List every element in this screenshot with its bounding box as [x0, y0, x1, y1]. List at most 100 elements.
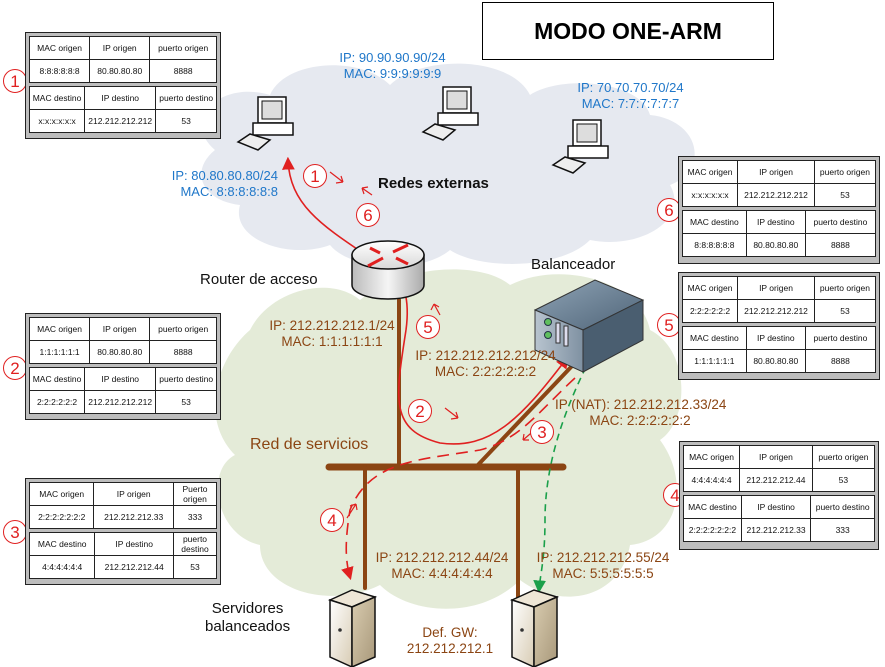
flow-marker-4: 4 — [320, 508, 344, 532]
client-address-label: IP: 80.80.80.80/24 MAC: 8:8:8:8:8:8 — [150, 168, 278, 199]
value-cell: 53 — [181, 397, 191, 407]
header-cell: MAC origen — [683, 445, 741, 469]
flow-path-3-4 — [341, 377, 576, 581]
header-cell: IP destino — [94, 532, 174, 556]
value-cell: 53 — [840, 190, 850, 200]
packet-5-step-badge: 5 — [657, 313, 681, 337]
header-cell: Puerto origen — [173, 482, 217, 506]
value-cell: 53 — [181, 116, 191, 126]
flow-path-2 — [397, 329, 569, 445]
host-90-ip: IP: 90.90.90.90/24 — [339, 50, 446, 65]
server2-ip: IP: 212.212.212.55/24 — [536, 550, 670, 565]
value-cell: 53 — [840, 306, 850, 316]
value-cell: 8888 — [830, 240, 850, 250]
host-90-address-label: IP: 90.90.90.90/24 MAC: 9:9:9:9:9:9 — [325, 50, 460, 81]
value-cell: 8:8:8:8:8:8 — [29, 59, 91, 83]
server2-icon[interactable] — [509, 589, 560, 667]
value-cell: 212.212.212.212 — [737, 299, 815, 323]
host-70-mac: MAC: 7:7:7:7:7:7 — [581, 95, 680, 111]
value-cell: 212.212.212.44 — [739, 468, 813, 492]
flow-marker-6: 6 — [356, 203, 380, 227]
value-cell: 4:4:4:4:4:4 — [29, 555, 96, 579]
router-icon[interactable] — [351, 240, 425, 300]
router-address-label: IP: 212.212.212.1/24 MAC: 1:1:1:1:1:1 — [262, 318, 402, 350]
header-cell: MAC destino — [682, 326, 747, 350]
host-70-ip: IP: 70.70.70.70/24 — [577, 80, 684, 95]
value-cell: 1:1:1:1:1:1 — [682, 349, 747, 373]
load-balancer-icon[interactable] — [533, 279, 645, 373]
servers-label: Servidores balanceados — [205, 600, 290, 636]
value-cell: 53 — [838, 475, 849, 485]
header-cell: MAC origen — [29, 317, 91, 341]
packet-3-step-badge: 3 — [3, 520, 27, 544]
value-cell: 212.212.212.212 — [84, 390, 157, 414]
balancer-ip: IP: 212.212.212.212/24 — [415, 348, 556, 363]
packet-2-step-badge: 2 — [3, 356, 27, 380]
balancer-link — [474, 364, 574, 469]
value-cell: 8:8:8:8:8:8 — [682, 233, 747, 257]
server2-mac: MAC: 5:5:5:5:5:5 — [552, 566, 654, 582]
value-cell: x:x:x:x:x:x — [29, 109, 86, 133]
header-cell: IP origen — [93, 482, 174, 506]
header-cell: MAC destino — [29, 367, 86, 391]
server1-address-label: IP: 212.212.212.44/24 MAC: 4:4:4:4:4:4 — [367, 550, 517, 582]
host-70-address-label: IP: 70.70.70.70/24 MAC: 7:7:7:7:7:7 — [563, 80, 698, 111]
host-70-computer-icon[interactable] — [551, 119, 609, 174]
flow-marker-5: 5 — [416, 315, 440, 339]
host-90-computer-icon[interactable] — [421, 86, 479, 141]
balancer-nat-label: IP (NAT): 212.212.212.33/24 MAC: 2:2:2:2… — [555, 397, 726, 429]
host-90-mac: MAC: 9:9:9:9:9:9 — [343, 65, 442, 81]
value-cell: 2:2:2:2:2:2:2 — [683, 518, 742, 542]
header-cell: MAC destino — [29, 532, 96, 556]
balancer-address-label: IP: 212.212.212.212/24 MAC: 2:2:2:2:2:2 — [408, 348, 563, 380]
value-cell: 212.212.212.44 — [94, 555, 174, 579]
header-cell: IP origen — [737, 160, 815, 184]
client-ip: IP: 80.80.80.80/24 — [171, 168, 278, 183]
value-cell: x:x:x:x:x:x — [682, 183, 739, 207]
server2-address-label: IP: 212.212.212.55/24 MAC: 5:5:5:5:5:5 — [528, 550, 678, 582]
value-cell: 212.212.212.33 — [93, 505, 174, 529]
external-network-cloud — [201, 63, 695, 267]
header-cell: MAC origen — [29, 36, 91, 60]
value-cell: 212.212.212.212 — [84, 109, 157, 133]
header-cell: IP origen — [739, 445, 813, 469]
header-cell: MAC origen — [682, 160, 739, 184]
client-computer-icon[interactable] — [236, 96, 294, 151]
header-cell: puerto origen — [149, 36, 217, 60]
external-network-label: Redes externas — [378, 175, 489, 192]
flow-marker-2: 2 — [408, 399, 432, 423]
header-cell: IP destino — [746, 210, 806, 234]
value-cell: 333 — [187, 512, 203, 522]
server1-ip: IP: 212.212.212.44/24 — [375, 550, 509, 565]
default-gateway-ip: 212.212.212.1 — [406, 641, 494, 657]
value-cell: 2:2:2:2:2:2 — [682, 299, 739, 323]
header-cell: IP destino — [84, 367, 157, 391]
header-cell: puerto origen — [149, 317, 217, 341]
header-cell: IP destino — [746, 326, 806, 350]
balancer-label: Balanceador — [531, 256, 616, 273]
header-cell: puerto origen — [814, 276, 876, 300]
value-cell: 212.212.212.33 — [741, 518, 812, 542]
header-cell: puerto origen — [814, 160, 876, 184]
header-cell: puerto destino — [155, 86, 217, 110]
flow-marker-3: 3 — [530, 420, 554, 444]
header-cell: puerto destino — [173, 532, 217, 556]
value-cell: 8888 — [173, 347, 193, 357]
server1-icon[interactable] — [327, 589, 378, 667]
router-label: Router de acceso — [200, 271, 318, 288]
servers-label-line2: balanceados — [205, 618, 291, 635]
header-cell: MAC destino — [683, 495, 742, 519]
value-cell: 80.80.80.80 — [89, 340, 151, 364]
